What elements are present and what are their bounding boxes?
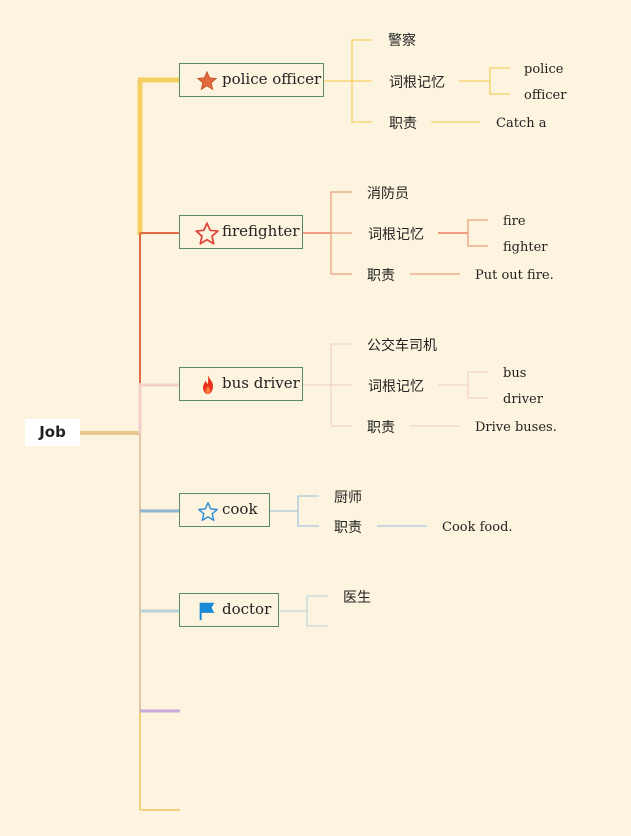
duty-label: 职责 bbox=[367, 268, 395, 284]
star-filled-icon bbox=[196, 70, 218, 91]
chinese-name: 医生 bbox=[343, 590, 371, 606]
node-label: cook bbox=[222, 500, 258, 518]
node-bus-driver[interactable]: bus driver bbox=[179, 367, 303, 401]
duty-text: Catch a bbox=[496, 116, 547, 131]
root-part: police bbox=[524, 62, 564, 77]
flag-icon bbox=[199, 602, 215, 621]
root-part: driver bbox=[503, 392, 543, 407]
node-police-officer[interactable]: police officer bbox=[179, 63, 324, 97]
node-label: firefighter bbox=[222, 222, 300, 240]
node-cook[interactable]: cook bbox=[179, 493, 270, 527]
node-label: doctor bbox=[222, 600, 272, 618]
chinese-name: 公交车司机 bbox=[367, 338, 437, 354]
node-label: police officer bbox=[222, 70, 322, 88]
flame-icon bbox=[203, 375, 213, 394]
chinese-name: 警察 bbox=[388, 33, 416, 49]
duty-label: 职责 bbox=[389, 116, 417, 132]
node-label: bus driver bbox=[222, 374, 300, 392]
root-part: fighter bbox=[503, 240, 548, 255]
duty-label: 职责 bbox=[367, 420, 395, 436]
star-outline-blue-icon bbox=[198, 502, 218, 521]
star-outline-icon bbox=[195, 222, 219, 245]
duty-text: Put out fire. bbox=[475, 268, 554, 283]
chinese-name: 厨师 bbox=[334, 490, 362, 506]
duty-text: Drive buses. bbox=[475, 420, 557, 435]
root-memory-label: 词根记忆 bbox=[368, 379, 424, 395]
root-part: fire bbox=[503, 214, 526, 229]
duty-label: 职责 bbox=[334, 520, 362, 536]
root-memory-label: 词根记忆 bbox=[368, 227, 424, 243]
root-memory-label: 词根记忆 bbox=[389, 75, 445, 91]
duty-text: Cook food. bbox=[442, 520, 513, 535]
root-part: bus bbox=[503, 366, 527, 381]
node-doctor[interactable]: doctor bbox=[179, 593, 279, 627]
root-node[interactable]: Job bbox=[25, 419, 80, 446]
chinese-name: 消防员 bbox=[367, 186, 409, 202]
node-firefighter[interactable]: firefighter bbox=[179, 215, 303, 249]
root-part: officer bbox=[524, 88, 567, 103]
